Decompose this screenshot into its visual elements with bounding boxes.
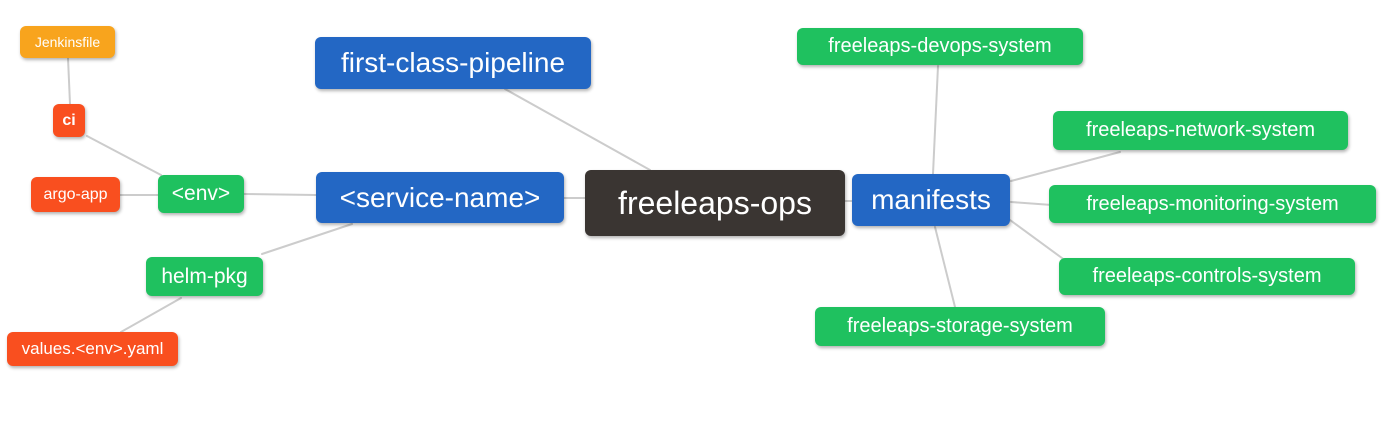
edge-manifests-freeleaps-controls-system: [1009, 219, 1067, 262]
edge-helm-pkg-service-name: [261, 223, 353, 255]
node-manifests[interactable]: manifests: [852, 174, 1010, 226]
node-service-name[interactable]: <service-name>: [316, 172, 564, 223]
node-freeleaps-devops-system[interactable]: freeleaps-devops-system: [797, 28, 1083, 65]
edge-env-service-name: [243, 193, 317, 196]
node-label: freeleaps-devops-system: [828, 35, 1052, 57]
edge-values-env-yaml-helm-pkg: [120, 297, 182, 333]
node-label: freeleaps-network-system: [1086, 119, 1315, 141]
node-label: <service-name>: [339, 181, 541, 213]
node-label: argo-app: [43, 185, 108, 203]
node-freeleaps-ops[interactable]: freeleaps-ops: [585, 170, 845, 236]
node-label: freeleaps-ops: [618, 184, 812, 221]
node-label: freeleaps-storage-system: [847, 315, 1073, 337]
edge-first-class-pipeline-freeleaps-ops: [504, 88, 651, 171]
node-label: helm-pkg: [161, 264, 248, 288]
node-label: ci: [62, 111, 76, 129]
edge-jenkinsfile-ci: [67, 57, 71, 105]
node-freeleaps-storage-system[interactable]: freeleaps-storage-system: [815, 307, 1105, 346]
node-label: <env>: [171, 182, 231, 205]
node-helm-pkg[interactable]: helm-pkg: [146, 257, 263, 296]
node-label: Jenkinsfile: [34, 34, 101, 50]
edge-ci-env: [86, 135, 162, 176]
node-freeleaps-monitoring-system[interactable]: freeleaps-monitoring-system: [1049, 185, 1376, 223]
edge-manifests-freeleaps-storage-system: [934, 226, 956, 308]
node-values-env-yaml[interactable]: values.<env>.yaml: [7, 332, 178, 366]
node-label: freeleaps-controls-system: [1092, 265, 1322, 287]
node-freeleaps-network-system[interactable]: freeleaps-network-system: [1053, 111, 1348, 150]
node-label: manifests: [871, 184, 991, 215]
node-label: first-class-pipeline: [340, 47, 566, 78]
node-first-class-pipeline[interactable]: first-class-pipeline: [315, 37, 591, 89]
edge-manifests-freeleaps-network-system: [1010, 151, 1121, 182]
node-env[interactable]: <env>: [158, 175, 244, 213]
node-label: values.<env>.yaml: [21, 339, 164, 358]
node-ci[interactable]: ci: [53, 104, 85, 137]
edge-manifests-freeleaps-monitoring-system: [1010, 201, 1053, 206]
node-jenkinsfile[interactable]: Jenkinsfile: [20, 26, 115, 58]
node-freeleaps-controls-system[interactable]: freeleaps-controls-system: [1059, 258, 1355, 295]
node-argo-app[interactable]: argo-app: [31, 177, 120, 212]
edge-manifests-freeleaps-devops-system: [932, 65, 939, 175]
node-label: freeleaps-monitoring-system: [1086, 192, 1339, 215]
